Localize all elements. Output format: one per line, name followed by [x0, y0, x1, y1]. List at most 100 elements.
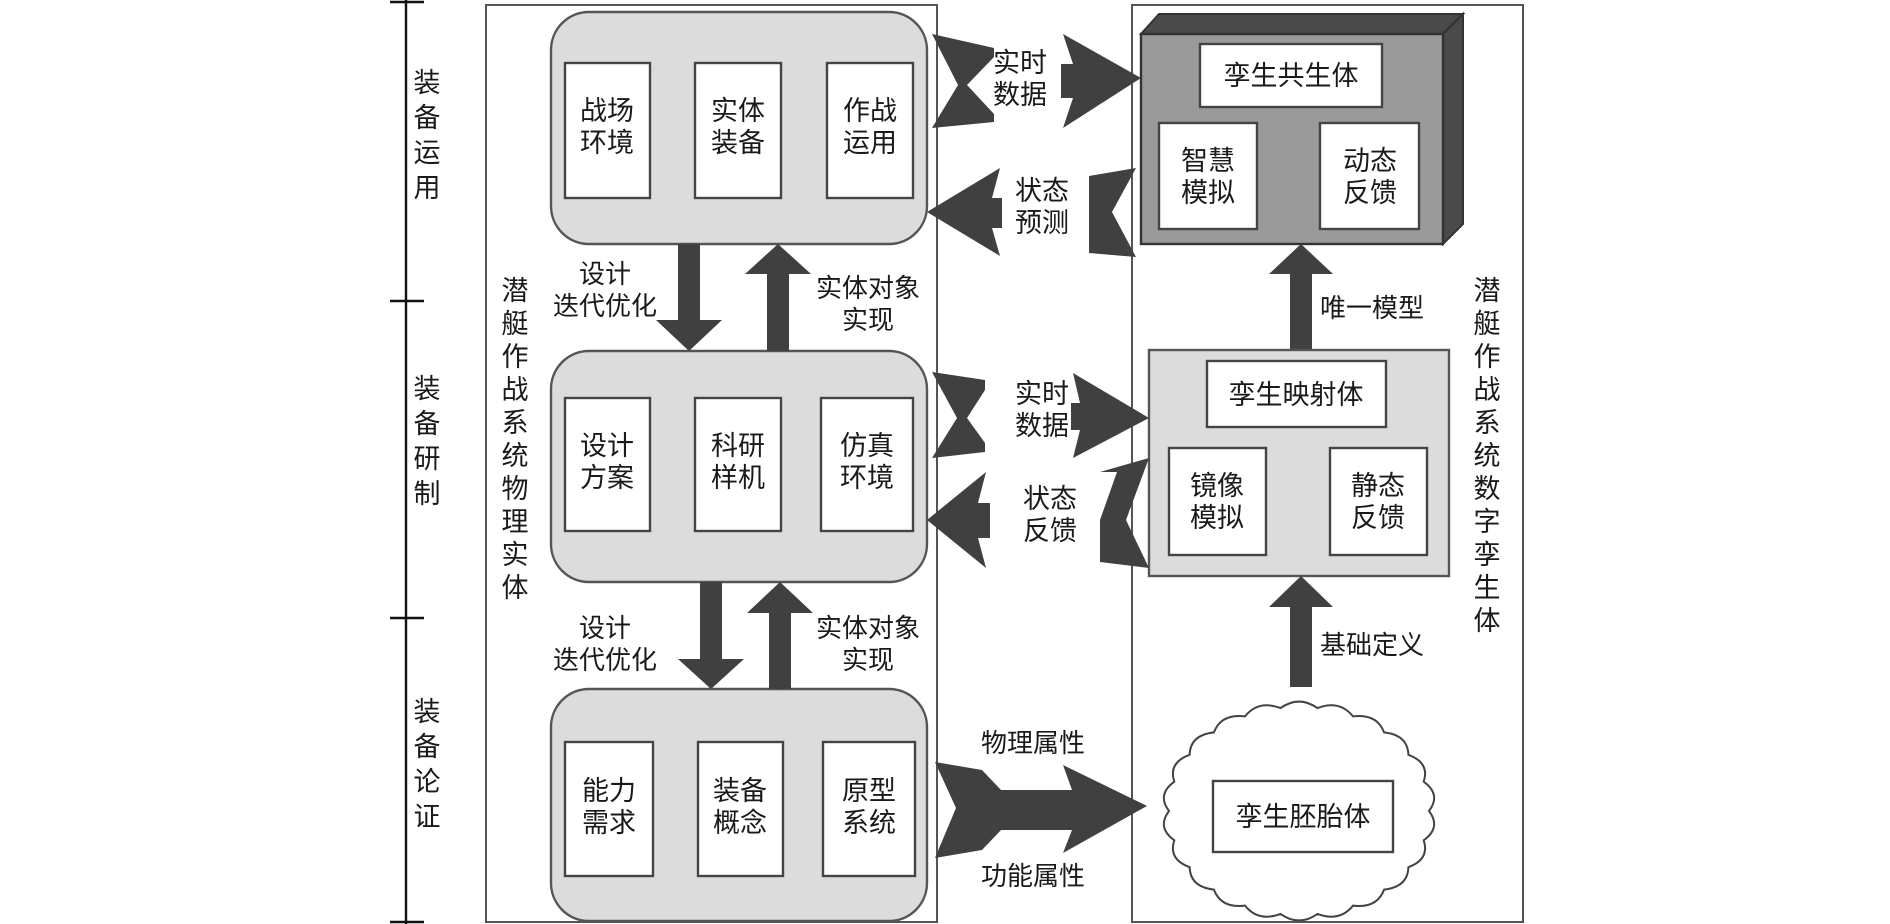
item-label: 设计方案: [580, 431, 634, 494]
item-label: 装备概念: [713, 776, 767, 839]
item-label: 智慧模拟: [1181, 146, 1235, 209]
physical-level-demonstration: 能力需求 装备概念 原型系统: [549, 687, 929, 923]
vertical-char: 理: [502, 507, 529, 538]
physical-entity-title: 潜艇作战系统物理实体: [502, 276, 529, 604]
item-label: 仿真环境: [840, 431, 894, 494]
design-iteration-label: 设计迭代优化: [553, 260, 657, 322]
link-realtime-data-top: 实时数据: [932, 34, 1141, 128]
arrow-left-icon: [927, 168, 1002, 256]
arrow-up-icon: [1269, 576, 1333, 687]
embryo-title-box: [1211, 779, 1395, 854]
vertical-char: 数: [1474, 474, 1501, 505]
stage-label-operation: 装备运用: [414, 68, 441, 204]
vertical-char: 运: [414, 138, 441, 169]
stage-label-development: 装备研制: [414, 374, 441, 510]
vertical-char: 备: [414, 409, 441, 440]
text-line: 预测: [1015, 208, 1069, 239]
physical-level-development: 设计方案 科研样机 仿真环境: [549, 349, 929, 584]
text-line: 实现: [842, 646, 894, 676]
text-line: 概念: [713, 808, 767, 839]
functional-attribute-label: 功能属性: [981, 862, 1085, 892]
vertical-char: 体: [1474, 606, 1501, 637]
vertical-char: 备: [414, 103, 441, 134]
text-line: 系统: [842, 808, 896, 839]
text-line: 运用: [843, 128, 897, 159]
vertical-char: 物: [502, 474, 529, 505]
vertical-char: 字: [1474, 507, 1501, 538]
item-label: 能力需求: [582, 776, 636, 839]
link-realtime-data-mid: 实时数据: [932, 372, 1149, 458]
vertical-char: 孪: [1474, 540, 1501, 571]
chevron-right-icon: [932, 372, 985, 458]
link-label: 状态预测: [1015, 176, 1069, 239]
vertical-char: 统: [1474, 441, 1501, 472]
item-label: 镜像模拟: [1190, 471, 1244, 534]
vertical-char: 实: [502, 540, 529, 571]
arrow-down-icon: [678, 582, 744, 689]
item-box: [1328, 446, 1429, 557]
text-line: 动态: [1343, 146, 1397, 177]
symbiont-title-box: [1198, 42, 1384, 109]
text-line: 能力: [582, 776, 636, 807]
text-line: 装备: [711, 128, 765, 159]
stage-label-demonstration: 装备论证: [414, 697, 441, 833]
item-label: 作战运用: [843, 96, 897, 159]
vertical-char: 制: [414, 479, 441, 510]
text-line: 实时: [993, 48, 1047, 79]
text-line: 设计: [580, 431, 634, 462]
text-line: 数据: [1015, 411, 1069, 442]
vertical-char: 潜: [502, 276, 529, 307]
twin-embryo-cloud: 孪生胚胎体: [1162, 700, 1436, 922]
text-line: 实时: [1015, 379, 1069, 410]
item-box: [693, 61, 783, 200]
link-label: 实时数据: [993, 48, 1047, 111]
vertical-char: 研: [414, 444, 441, 475]
text-line: 镜像: [1190, 471, 1244, 502]
item-box: [696, 740, 785, 878]
mapping-title-box: [1205, 359, 1388, 429]
text-line: 状态: [1015, 176, 1069, 207]
text-line: 设计: [579, 260, 631, 290]
text-line: 智慧: [1181, 146, 1235, 177]
item-label: 原型系统: [842, 776, 896, 839]
entity-realization-label: 实体对象实现: [816, 614, 920, 676]
item-box: [819, 396, 915, 533]
link-state-prediction: 状态预测: [927, 168, 1136, 257]
vertical-char: 装: [414, 374, 441, 405]
arrow-down-icon: [656, 244, 722, 351]
twin-mapping-box: 孪生映射体 镜像模拟 静态反馈: [1147, 348, 1451, 578]
text-line: 数据: [993, 80, 1047, 111]
text-line: 模拟: [1190, 503, 1244, 534]
vertical-char: 艇: [502, 309, 529, 340]
text-line: 样机: [711, 463, 765, 494]
vertical-char: 论: [414, 767, 441, 798]
item-box: [1167, 446, 1268, 557]
unique-model-label: 唯一模型: [1320, 294, 1424, 324]
entity-realization-label: 实体对象实现: [816, 274, 920, 336]
physical-attribute-label: 物理属性: [981, 729, 1085, 759]
arrow-right-icon: [1061, 34, 1141, 128]
text-line: 方案: [580, 463, 634, 494]
symbiont-title: 孪生共生体: [1224, 61, 1359, 92]
embryo-title: 孪生胚胎体: [1236, 802, 1371, 833]
item-box: [563, 61, 652, 200]
item-box: [563, 396, 652, 533]
chevron-left-icon: [1089, 168, 1136, 257]
chevron-right-icon: [932, 34, 994, 128]
text-line: 设计: [579, 614, 631, 644]
vertical-char: 系: [502, 408, 529, 439]
digital-link-lower: 基础定义: [1269, 576, 1424, 687]
item-box: [1318, 121, 1421, 231]
vertical-char: 系: [1474, 408, 1501, 439]
link-label: 实时数据: [1015, 379, 1069, 442]
vertical-char: 作: [502, 342, 529, 373]
text-line: 反馈: [1023, 516, 1077, 547]
link-label: 状态反馈: [1023, 484, 1077, 547]
vertical-char: 战: [502, 375, 529, 406]
item-label: 科研样机: [711, 431, 765, 494]
vertical-char: 生: [1474, 573, 1501, 604]
digital-twin-title: 潜艇作战系统数字孪生体: [1474, 276, 1501, 637]
basic-definition-label: 基础定义: [1320, 631, 1424, 661]
vertical-char: 装: [414, 68, 441, 99]
cube-side: [1442, 11, 1464, 247]
